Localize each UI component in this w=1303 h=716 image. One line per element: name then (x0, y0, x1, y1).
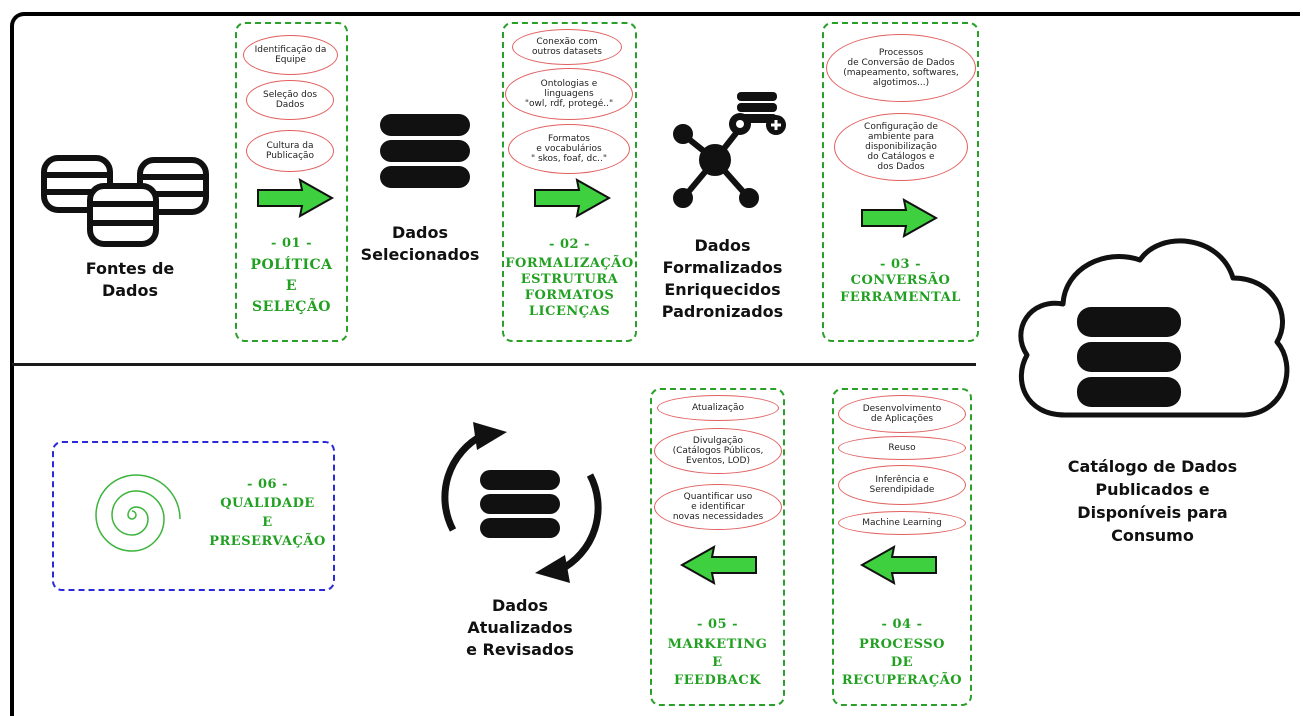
stage-06-number: - 06 - (247, 477, 288, 492)
stage-04-item: Desenvolvimento de Aplicações (838, 395, 966, 433)
stage-03-title: CONVERSÃO FERRAMENTAL (840, 273, 961, 305)
stage-02-item: Formatos e vocabulários " skos, foaf, dc… (508, 124, 630, 174)
node-atualizados-label: Dados Atualizados e Revisados (466, 596, 574, 659)
stage-05-item: Quantificar uso e identificar novas nece… (654, 484, 782, 530)
stage-03-box (822, 22, 979, 342)
linked-data-icon (673, 92, 786, 208)
stage-05-box (650, 388, 785, 706)
stage-01-title: POLÍTICA E SELEÇÃO (250, 257, 333, 315)
stage-02-item: Ontologias e linguagens "owl, rdf, prote… (505, 68, 633, 120)
node-fontes-label: Fontes de Dados (85, 259, 175, 300)
refresh-cycle-icon (441, 422, 602, 583)
stage-01-box (235, 22, 348, 342)
stage-02-number: - 02 - (549, 237, 590, 252)
database-icon (1077, 307, 1181, 407)
stage-04-box (832, 388, 972, 706)
stage-02-title: FORMALIZAÇÃO ESTRUTURA FORMATOS LICENÇAS (505, 256, 634, 319)
stage-05-item: Divulgação (Catálogos Públicos, Eventos,… (654, 428, 782, 474)
stage-06-title: QUALIDADE E PRESERVAÇÃO (209, 496, 326, 549)
green-arrow-right-icon (534, 178, 612, 218)
stage-01-item: Cultura da Publicação (246, 130, 334, 172)
multi-database-icon (41, 155, 209, 247)
node-selecionados-label: Dados Selecionados (360, 223, 480, 264)
stage-03-number: - 03 - (880, 257, 921, 272)
stage-05-title: MARKETING E FEEDBACK (667, 637, 768, 688)
stage-04-title: PROCESSO DE RECUPERAÇÃO (841, 637, 963, 688)
stage-05-number: - 05 - (697, 617, 738, 632)
stage-01-number: - 01 - (271, 236, 312, 251)
stage-02-item: Conexão com outros datasets (512, 29, 622, 65)
green-arrow-left-icon (859, 545, 937, 585)
stage-01-item: Seleção dos Dados (246, 80, 334, 120)
stage-04-item: Reuso (838, 436, 966, 460)
stage-05-item: Atualização (657, 395, 779, 421)
stage-03-item: Processos de Conversão de Dados (mapeame… (826, 34, 976, 102)
node-catalogo-label: Catálogo de Dados Publicados e Disponíve… (1067, 457, 1238, 545)
stage-03-item: Configuração de ambiente para disponibil… (834, 113, 968, 181)
green-arrow-right-icon (257, 178, 335, 218)
green-arrow-right-icon (861, 198, 939, 238)
stage-04-item: Machine Learning (838, 511, 966, 535)
stage-01-item: Identificação da Equipe (243, 35, 338, 75)
green-arrow-left-icon (679, 545, 757, 585)
node-formalizados-label: Dados Formalizados Enriquecidos Padroniz… (661, 236, 784, 321)
stage-02-box (502, 22, 637, 342)
stage-04-item: Inferência e Serendipidade (838, 465, 966, 505)
database-icon (380, 114, 470, 188)
stage-06-box (52, 441, 335, 591)
top-bottom-divider (12, 363, 976, 366)
stage-04-number: - 04 - (881, 617, 923, 632)
spiral-icon (95, 474, 181, 552)
